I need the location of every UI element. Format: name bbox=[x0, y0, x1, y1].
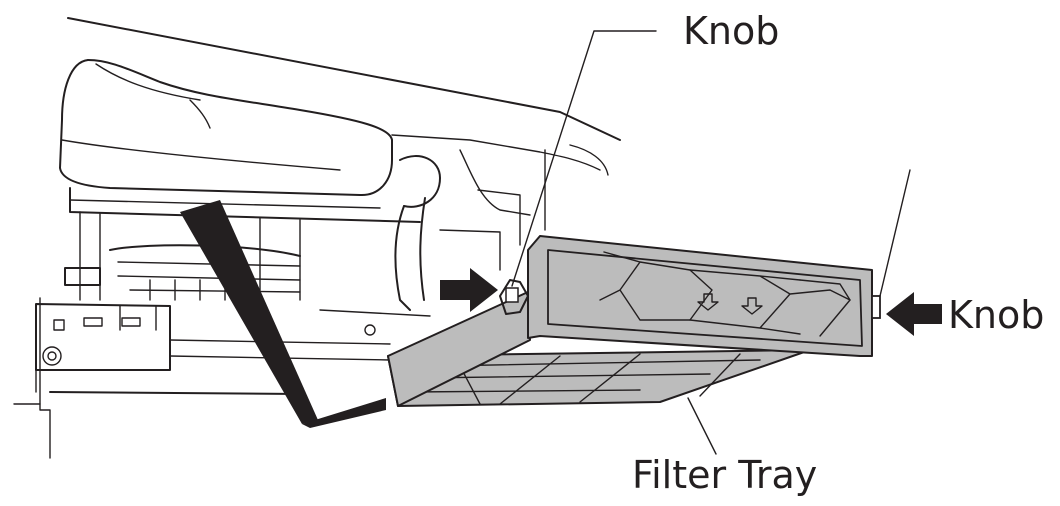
knob-label-right: Knob bbox=[948, 293, 1045, 337]
leader-lines bbox=[511, 30, 911, 455]
knob-label-top: Knob bbox=[683, 9, 780, 53]
push-arrow-right bbox=[886, 292, 942, 336]
pull-direction-arrow bbox=[180, 200, 386, 428]
push-arrow-left bbox=[440, 268, 498, 312]
filter-tray-label: Filter Tray bbox=[632, 453, 818, 497]
filter-tray bbox=[387, 235, 881, 407]
unit-housing bbox=[13, 17, 621, 459]
